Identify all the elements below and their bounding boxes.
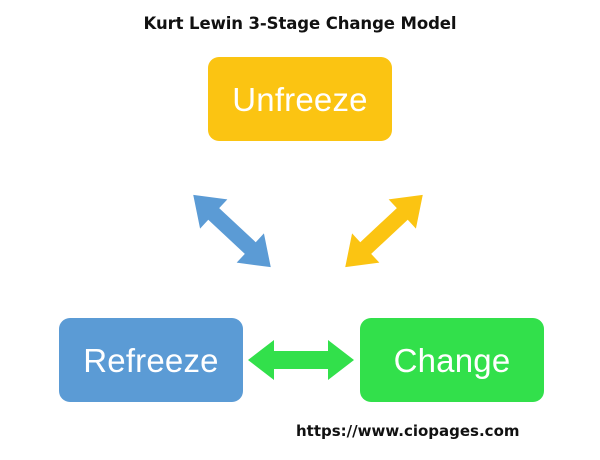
stage-label-change: Change	[393, 341, 511, 379]
stage-box-refreeze[interactable]: Refreeze	[59, 318, 243, 402]
stage-box-change[interactable]: Change	[360, 318, 544, 402]
double-headed-arrow-diagonal-down-right-icon	[345, 194, 423, 268]
double-headed-arrow-diagonal-up-right-icon	[193, 194, 271, 268]
stage-box-unfreeze[interactable]: Unfreeze	[208, 57, 392, 141]
stage-label-unfreeze: Unfreeze	[232, 80, 368, 118]
stage-label-refreeze: Refreeze	[83, 341, 219, 379]
footer-url: https://www.ciopages.com	[296, 422, 520, 440]
page-title: Kurt Lewin 3-Stage Change Model	[143, 14, 457, 33]
double-headed-arrow-horizontal-icon	[248, 340, 354, 380]
